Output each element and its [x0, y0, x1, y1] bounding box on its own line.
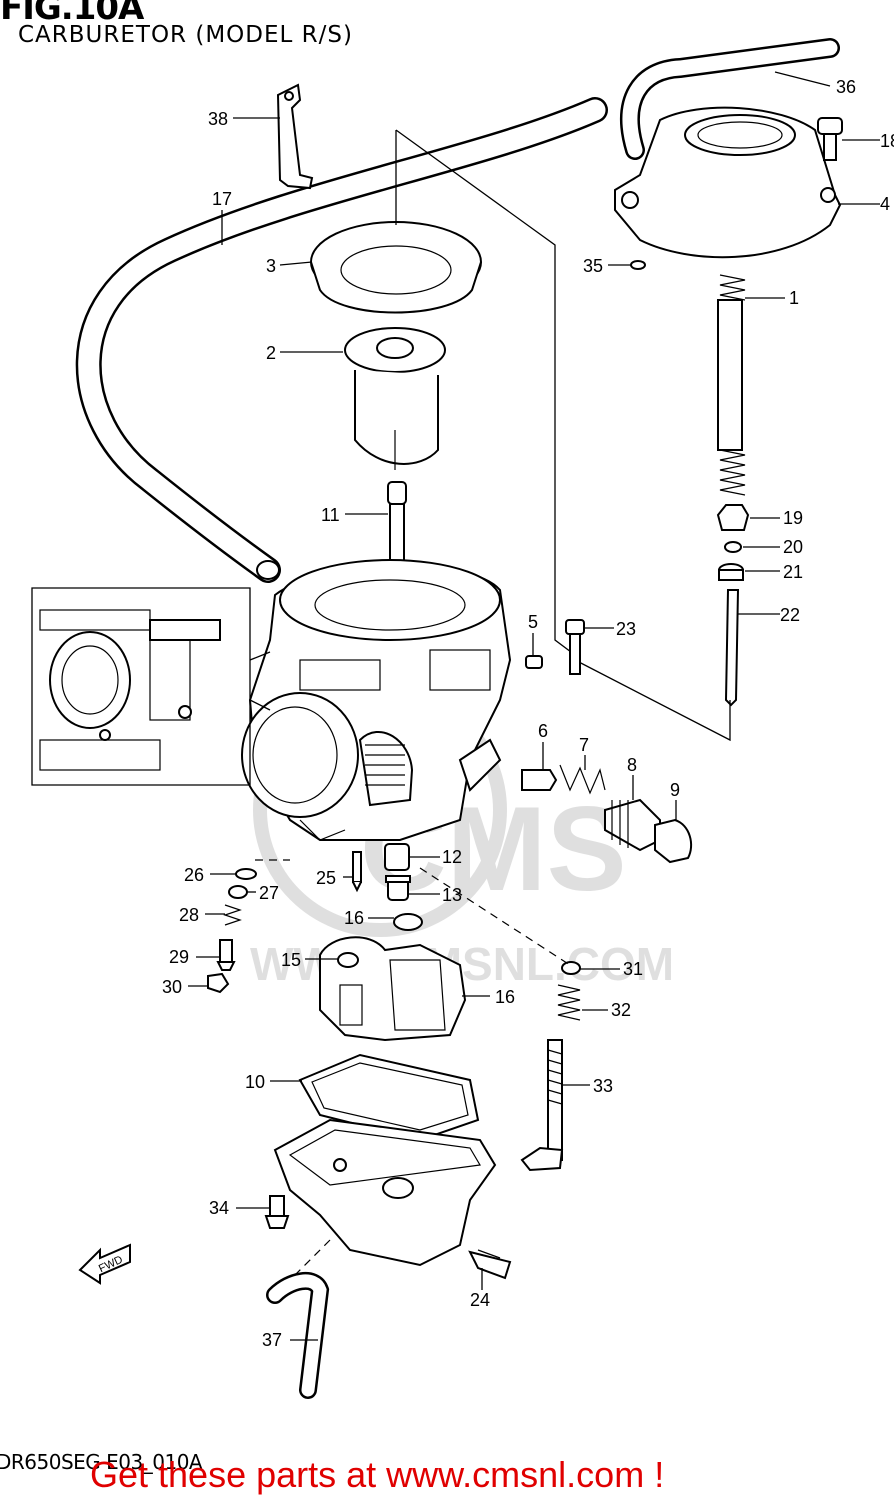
callout-17: 17	[212, 189, 232, 209]
needle-jet-11-shape	[387, 481, 407, 575]
e-ring-20-shape	[724, 541, 742, 553]
holder-12-shape	[384, 843, 410, 871]
callout-6: 6	[538, 721, 548, 741]
callout-25: 25	[316, 868, 336, 888]
detail-inset-shape	[31, 587, 271, 786]
hose-17-shape	[75, 97, 608, 583]
callout-35: 35	[583, 256, 603, 276]
clip-35-shape	[630, 260, 646, 270]
o-ring-16-shape	[393, 913, 423, 931]
screw-18-shape	[817, 117, 843, 161]
callout-23: 23	[616, 619, 636, 639]
main-jet-13-shape	[385, 875, 411, 901]
leader-lines	[188, 71, 880, 1341]
callout-labels: 38 17 3 2 36 18 4 35 1 11 19 20 21 22 5 …	[162, 77, 894, 1350]
spring-32-shape	[557, 984, 581, 1021]
cap-30-shape	[207, 972, 230, 994]
callout-2: 2	[266, 343, 276, 363]
spring-1-shape	[717, 274, 746, 496]
diaphragm-3-shape	[310, 221, 482, 314]
clamp-38-shape	[276, 83, 314, 190]
callout-28: 28	[179, 905, 199, 925]
callout-12: 12	[442, 847, 462, 867]
callout-20: 20	[783, 537, 803, 557]
top-cap-4-shape	[614, 106, 842, 259]
callout-16a: 16	[344, 908, 364, 928]
spring-28-shape	[223, 904, 242, 926]
callout-24: 24	[470, 1290, 490, 1310]
callout-34: 34	[209, 1198, 229, 1218]
jet-needle-22-shape	[724, 589, 740, 707]
carburetor-body-shape	[241, 559, 512, 841]
callout-37: 37	[262, 1330, 282, 1350]
callout-4: 4	[880, 194, 890, 214]
washer-26-shape	[235, 868, 257, 880]
figure-title: FIG.10A	[0, 0, 144, 28]
hose-36-shape	[620, 38, 840, 160]
callout-10: 10	[245, 1072, 265, 1092]
callout-29: 29	[169, 947, 189, 967]
callout-21: 21	[783, 562, 803, 582]
callout-22: 22	[780, 605, 800, 625]
callout-1: 1	[789, 288, 799, 308]
callout-15: 15	[281, 950, 301, 970]
float-15-shape	[319, 936, 467, 1042]
callout-19: 19	[783, 508, 803, 528]
screw-5-shape	[525, 655, 543, 669]
drain-screw-24-shape	[468, 1249, 512, 1280]
callout-3: 3	[266, 256, 276, 276]
fwd-arrow-icon: FWD	[78, 1243, 131, 1285]
starter-plunger-29-shape	[216, 939, 236, 971]
callout-13: 13	[442, 885, 462, 905]
washer-27-shape	[228, 885, 248, 899]
throttle-stop-screw-33-shape	[520, 1039, 564, 1172]
callout-32: 32	[611, 1000, 631, 1020]
washer-19-shape	[716, 504, 750, 531]
pilot-screw-assembly-shape	[521, 764, 693, 864]
callout-33: 33	[593, 1076, 613, 1096]
footer-link[interactable]: Get these parts at www.cmsnl.com !	[90, 1454, 665, 1495]
screw-34-shape	[264, 1195, 290, 1229]
figure-subtitle: CARBURETOR (MODEL R/S)	[18, 22, 353, 48]
float-bowl-shape	[273, 1118, 497, 1267]
callout-16b: 16	[495, 987, 515, 1007]
callout-36: 36	[836, 77, 856, 97]
screw-23-shape	[565, 619, 585, 675]
callout-30: 30	[162, 977, 182, 997]
callout-9: 9	[670, 780, 680, 800]
drain-hose-37-shape	[266, 1239, 331, 1399]
callout-8: 8	[627, 755, 637, 775]
spacer-21-shape	[718, 563, 744, 581]
gasket-10-shape	[298, 1053, 480, 1142]
callout-26: 26	[184, 865, 204, 885]
callout-11: 11	[321, 505, 340, 525]
callout-18: 18	[880, 131, 894, 151]
callout-38: 38	[208, 109, 228, 129]
callout-31: 31	[623, 959, 643, 979]
drawing-code: DR650SEG E03_010A	[0, 1450, 203, 1474]
callout-27: 27	[259, 883, 279, 903]
needle-valve-25-shape	[352, 851, 362, 893]
washer-31-shape	[561, 961, 581, 975]
callout-5: 5	[528, 612, 538, 632]
piston-valve-2-shape	[344, 327, 446, 470]
callout-7: 7	[579, 735, 589, 755]
